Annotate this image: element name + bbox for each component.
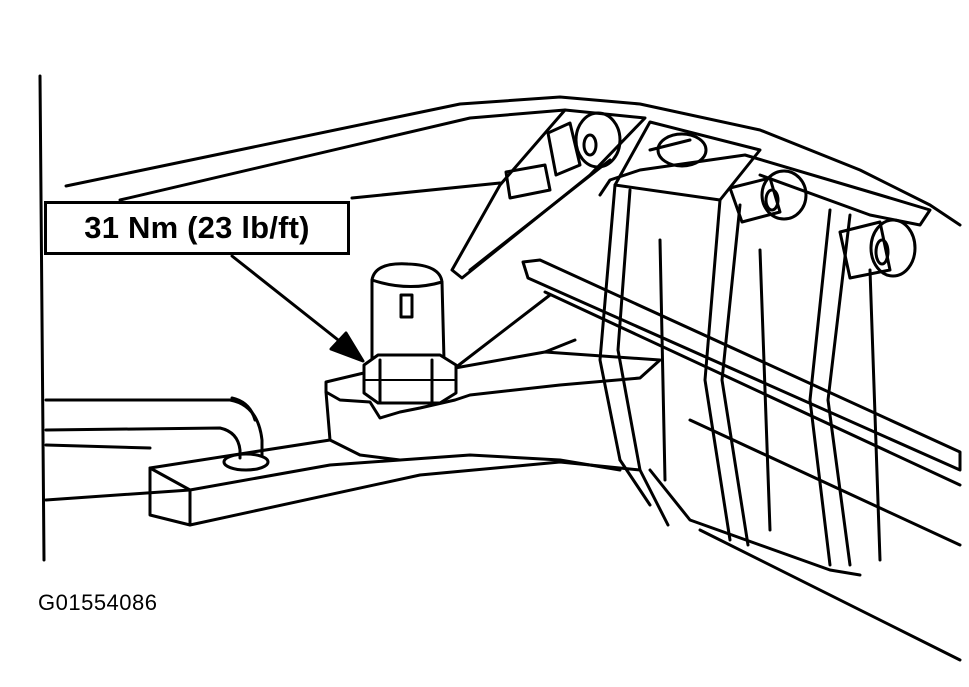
housing-top-edge [64,95,962,227]
leader-line [230,254,349,349]
lower-housing [44,458,402,502]
mounting-flange [324,350,662,420]
bracket-plate [450,108,647,280]
hex-bolt [362,262,458,405]
hose-pipe [44,396,270,472]
diagonal-rail [521,258,962,472]
rail-lower [543,290,962,487]
housing-inner-edge [118,108,567,202]
torque-callout-box: 31 Nm (23 lb/ft) [44,201,350,255]
figure-id-label: G01554086 [38,590,158,615]
cap-slot [399,293,414,319]
frame-grid [598,120,932,567]
left-panel-edge [38,74,46,562]
lower-frame [648,468,862,577]
bracket-inner [468,158,612,272]
bolt-cap [370,262,446,362]
torque-callout-label: 31 Nm (23 lb/ft) [84,210,310,245]
arrowhead-icon [329,331,365,363]
housing-ledge-line [350,181,502,200]
